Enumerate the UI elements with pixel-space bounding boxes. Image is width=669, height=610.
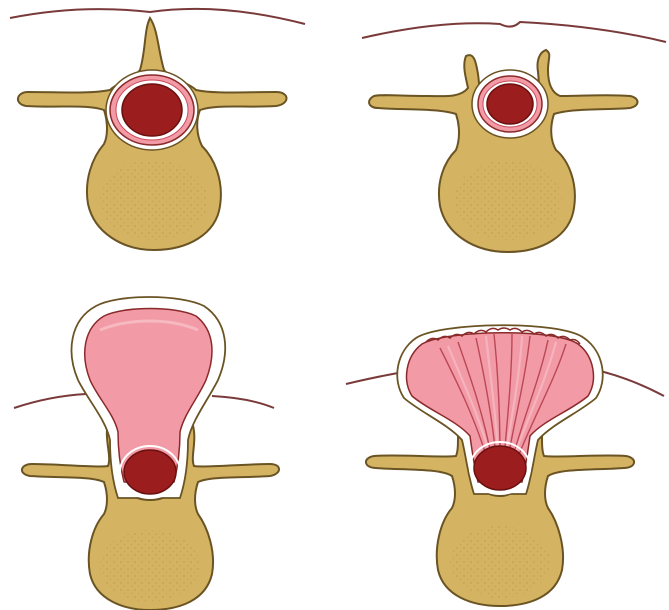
skin-line bbox=[10, 9, 305, 24]
skin-line bbox=[212, 396, 274, 408]
spinal-cord bbox=[474, 446, 526, 490]
skin-line bbox=[14, 394, 86, 408]
panel-bottom-left bbox=[14, 297, 279, 610]
spinal-cord bbox=[487, 84, 533, 124]
panel-top-right bbox=[362, 22, 666, 252]
spinal-cord bbox=[124, 450, 176, 494]
skin-line bbox=[362, 22, 666, 42]
panel-top-left bbox=[10, 9, 305, 250]
skin-line bbox=[346, 372, 404, 384]
skin-line bbox=[596, 370, 664, 396]
spinal-cord bbox=[122, 84, 182, 136]
panel-bottom-right bbox=[346, 325, 664, 606]
